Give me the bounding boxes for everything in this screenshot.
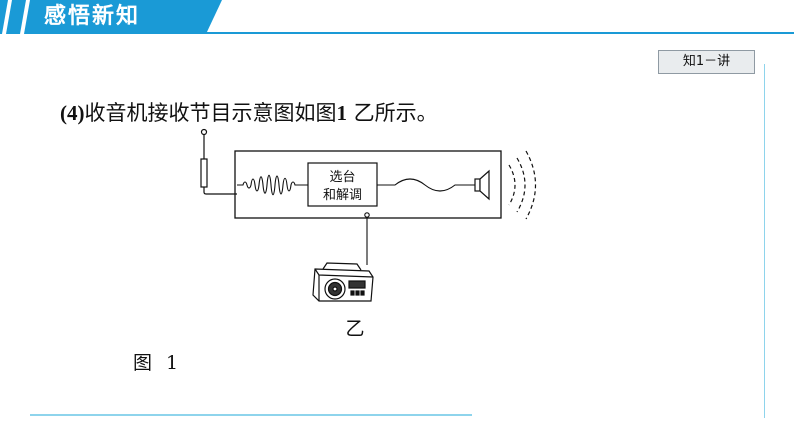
header-bar (0, 0, 794, 34)
sound-waves-icon (508, 150, 536, 220)
figure-caption: 图 1 (133, 352, 183, 374)
audio-wave-icon (377, 178, 475, 192)
modulated-wave-icon (237, 174, 308, 196)
tuner-box (307, 162, 378, 207)
speaker-icon (474, 169, 490, 201)
bottom-divider (30, 414, 472, 416)
radio-receiver-diagram: 选台 和解调 乙 (200, 128, 536, 340)
tuner-label-line2: 和解调 (323, 188, 362, 203)
heading-fig-num: 1 (336, 101, 348, 125)
content-heading: (4)收音机接收节目示意图如图1 乙所示。 (60, 97, 438, 127)
receiver-frame (234, 150, 502, 219)
heading-suffix: 乙所示。 (347, 101, 438, 125)
section-title: 感悟新知 (44, 4, 141, 29)
header-stripe (6, 0, 26, 34)
heading-prefix: (4) (60, 101, 85, 125)
sub-figure-label: 乙 (345, 318, 364, 340)
connector (364, 212, 370, 265)
radio-device-icon (312, 262, 374, 302)
lesson-badge: 知1－讲 (658, 50, 755, 74)
tuner-label-line1: 选台 (329, 170, 355, 185)
antenna-icon (200, 128, 237, 195)
header-stripe-small (0, 0, 8, 34)
right-divider (764, 64, 765, 418)
header-title-bg (24, 0, 222, 34)
heading-text: 收音机接收节目示意图如图 (84, 101, 337, 125)
